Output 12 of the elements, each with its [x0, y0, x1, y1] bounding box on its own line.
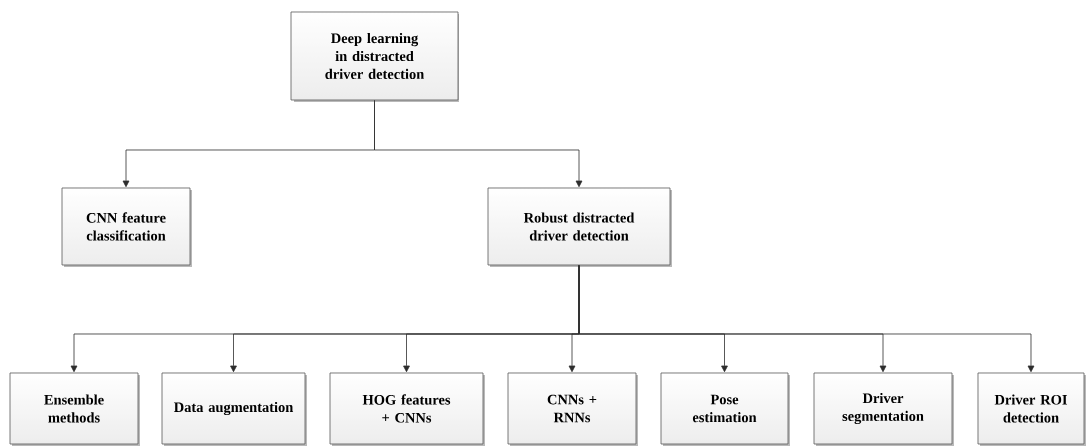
box: Driver ROI detection: [977, 372, 1086, 446]
box: CNN feature classification: [61, 187, 192, 267]
arrow: [578, 265, 1035, 373]
arrow: [374, 100, 583, 188]
box: HOG features + CNNs: [329, 372, 485, 446]
box: Data augmentation: [161, 372, 307, 446]
box: Robust distracted driver detection: [487, 187, 672, 267]
box: Driver segmentation: [813, 372, 954, 446]
box: CNNs + RNNs: [507, 372, 638, 446]
box: Pose estimation: [660, 372, 790, 446]
box: Ensemble methods: [9, 372, 140, 446]
box: Deep learning in distracted driver detection: [290, 11, 459, 102]
